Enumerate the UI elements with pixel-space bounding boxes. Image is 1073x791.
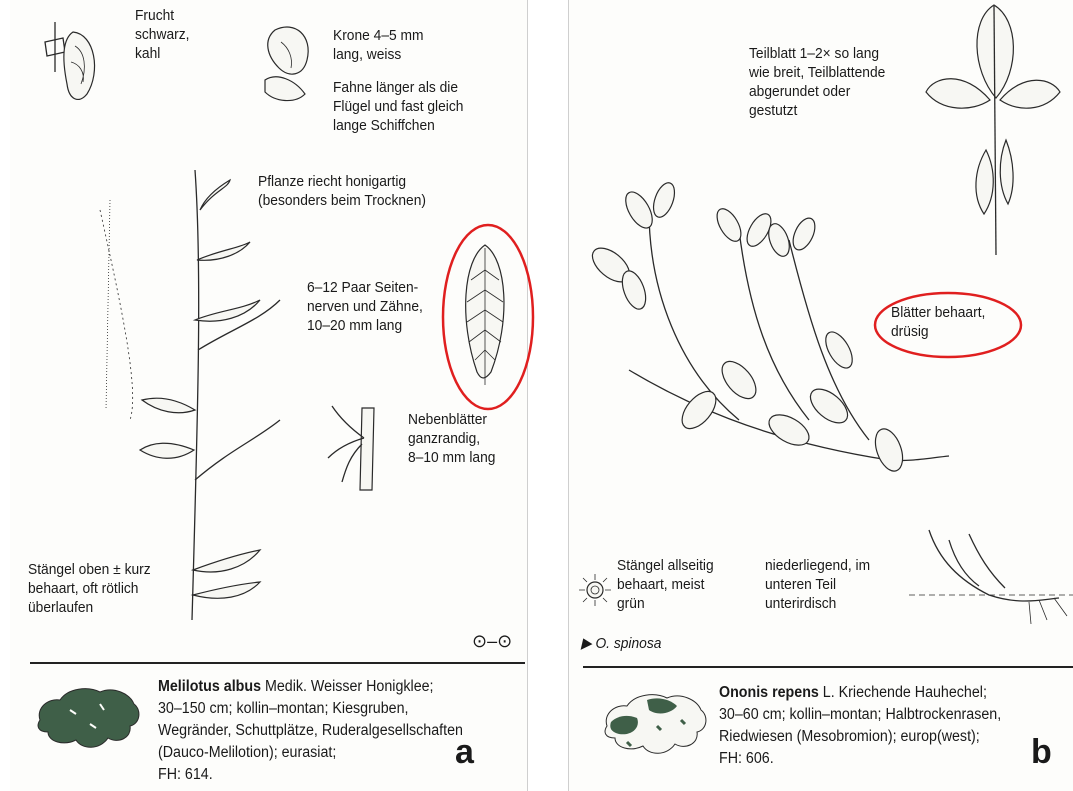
distribution-map <box>597 686 712 761</box>
desc-line: Riedwiesen (Mesobromion); europ(west); <box>719 726 1046 748</box>
desc-line: 30–60 cm; kollin–montan; Halbtrockenrase… <box>719 704 1046 726</box>
highlight-ellipse-leaf <box>440 222 536 412</box>
label-seitennerven: 6–12 Paar Seiten- nerven und Zähne, 10–2… <box>307 278 423 335</box>
label-pflanze: Pflanze riecht honigartig (besonders bei… <box>258 172 426 210</box>
separator-line <box>583 666 1073 668</box>
stipule-illustration <box>320 398 390 493</box>
species-common: L. Kriechende Hauhechel; <box>819 684 987 701</box>
species-name: Ononis repens <box>719 684 819 701</box>
label-nebenblaetter: Nebenblätter ganzrandig, 8–10 mm lang <box>408 410 495 467</box>
species-description: Ononis repens L. Kriechende Hauhechel; 3… <box>719 682 1046 770</box>
label-teilblatt: Teilblatt 1–2× so lang wie breit, Teilbl… <box>749 44 885 120</box>
fruit-illustration <box>35 12 105 107</box>
panel-a: Frucht schwarz, kahl Krone 4–5 mm lang, … <box>10 0 528 791</box>
lifeform-symbol: ⊙–⊙ <box>472 632 512 651</box>
label-niederliegend: niederliegend, im unteren Teil unterirdi… <box>765 556 870 613</box>
distribution-map <box>30 680 145 755</box>
species-common: Medik. Weisser Honigklee; <box>261 678 434 695</box>
panel-letter-a: a <box>455 733 474 772</box>
rhizome-illustration <box>909 520 1073 630</box>
label-spinosa: ▶ O. spinosa <box>581 634 661 653</box>
label-frucht: Frucht schwarz, kahl <box>135 6 189 63</box>
desc-line: 30–150 cm; kollin–montan; Kiesgruben, <box>158 698 508 720</box>
flower-illustration <box>255 20 325 110</box>
label-fahne: Fahne länger als die Flügel und fast gle… <box>333 78 463 135</box>
label-blaetter: Blätter behaart, drüsig <box>891 303 985 341</box>
label-krone: Krone 4–5 mm lang, weiss <box>333 26 424 64</box>
label-staengel-b: Stängel allseitig behaart, meist grün <box>617 556 714 613</box>
stem-section-icon <box>577 572 613 608</box>
plant-stem-illustration <box>80 150 330 630</box>
label-staengel: Stängel oben ± kurz behaart, oft rötlich… <box>28 560 151 617</box>
separator-line <box>30 662 525 664</box>
species-name: Melilotus albus <box>158 678 261 695</box>
panel-b: Teilblatt 1–2× so lang wie breit, Teilbl… <box>568 0 1073 791</box>
panel-letter-b: b <box>1031 733 1052 772</box>
desc-line: FH: 606. <box>719 748 1046 770</box>
